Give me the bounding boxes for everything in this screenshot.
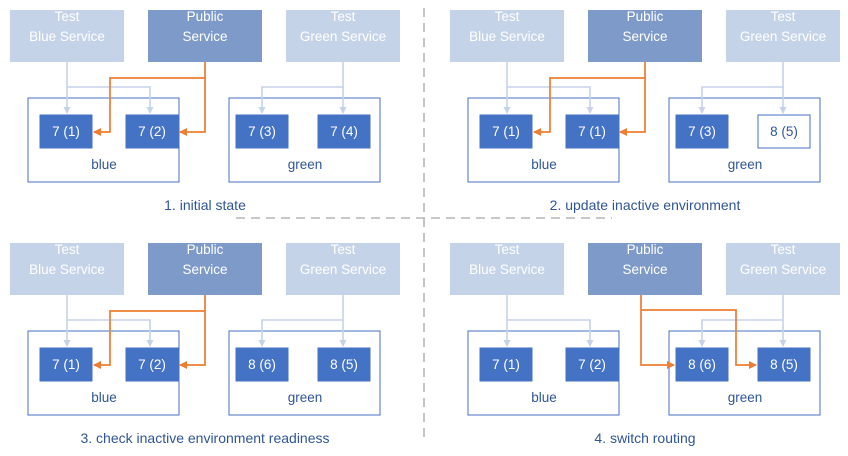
blue-pod-2-label: 7 (2): [138, 357, 166, 372]
panel-2-caption: 2. update inactive environment: [550, 197, 741, 213]
blue-pod-2-label: 7 (2): [578, 357, 606, 372]
blue-pod-1[interactable]: 7 (1): [479, 114, 533, 149]
panel-1-caption: 1. initial state: [164, 197, 246, 213]
public-service-route: [533, 62, 646, 136]
public-service-route: [93, 295, 206, 369]
blue-environment: 7 (1) 7 (2) blue: [27, 97, 180, 183]
panel-3-caption: 3. check inactive environment readiness: [80, 430, 329, 446]
green-pod-1-label: 8 (6): [248, 357, 276, 372]
green-pod-1[interactable]: 7 (3): [235, 114, 289, 149]
green-pod-2[interactable]: 8 (5): [757, 347, 811, 382]
green-pod-1-label: 7 (3): [688, 124, 716, 139]
blue-environment-label: blue: [91, 157, 117, 172]
blue-environment: 7 (1) 7 (2) blue: [467, 330, 620, 416]
green-pod-1-label: 8 (6): [688, 357, 716, 372]
green-pod-1[interactable]: 7 (3): [675, 114, 729, 149]
blue-pod-2[interactable]: 7 (2): [125, 114, 179, 149]
panel-dividers: [236, 8, 612, 442]
green-environment: 8 (6) 8 (5) green: [228, 330, 381, 416]
green-pod-2[interactable]: 7 (4): [317, 114, 371, 149]
green-environment-label: green: [288, 390, 323, 405]
green-pod-2-label: 8 (5): [330, 357, 358, 372]
panel-4-caption: 4. switch routing: [594, 430, 695, 446]
green-pod-2[interactable]: 8 (5): [317, 347, 371, 382]
green-pod-1-label: 7 (3): [248, 124, 276, 139]
green-pod-2-label: 8 (5): [770, 357, 798, 372]
blue-pod-2[interactable]: 7 (1): [565, 114, 619, 149]
blue-environment-label: blue: [531, 390, 557, 405]
test-service-links: [63, 295, 347, 347]
green-environment: 7 (3) 8 (5) green: [668, 97, 821, 183]
green-pod-2[interactable]: 8 (5): [757, 114, 811, 149]
green-environment: 8 (6) 8 (5) green: [668, 330, 821, 416]
test-service-links: [63, 62, 347, 114]
blue-pod-1-label: 7 (1): [52, 124, 80, 139]
blue-pod-2-label: 7 (1): [578, 124, 606, 139]
blue-pod-1[interactable]: 7 (1): [39, 114, 93, 149]
public-service-route: [93, 62, 206, 136]
blue-pod-1-label: 7 (1): [492, 357, 520, 372]
blue-pod-1-label: 7 (1): [52, 357, 80, 372]
green-pod-1[interactable]: 8 (6): [235, 347, 289, 382]
green-environment-label: green: [728, 157, 763, 172]
blue-pod-2[interactable]: 7 (2): [125, 347, 179, 382]
green-environment: 7 (3) 7 (4) green: [228, 97, 381, 183]
green-pod-1[interactable]: 8 (6): [675, 347, 729, 382]
green-pod-2-label: 8 (5): [770, 124, 798, 139]
blue-environment-label: blue: [531, 157, 557, 172]
blue-pod-2-label: 7 (2): [138, 124, 166, 139]
public-service-route: [640, 295, 757, 369]
blue-environment-label: blue: [91, 390, 117, 405]
blue-environment: 7 (1) 7 (1) blue: [467, 97, 620, 183]
test-service-links: [503, 62, 787, 114]
blue-pod-1-label: 7 (1): [492, 124, 520, 139]
blue-pod-2[interactable]: 7 (2): [565, 347, 619, 382]
blue-pod-1[interactable]: 7 (1): [479, 347, 533, 382]
blue-pod-1[interactable]: 7 (1): [39, 347, 93, 382]
blue-environment: 7 (1) 7 (2) blue: [27, 330, 180, 416]
green-pod-2-label: 7 (4): [330, 124, 358, 139]
green-environment-label: green: [288, 157, 323, 172]
green-environment-label: green: [728, 390, 763, 405]
test-service-links: [503, 295, 787, 347]
